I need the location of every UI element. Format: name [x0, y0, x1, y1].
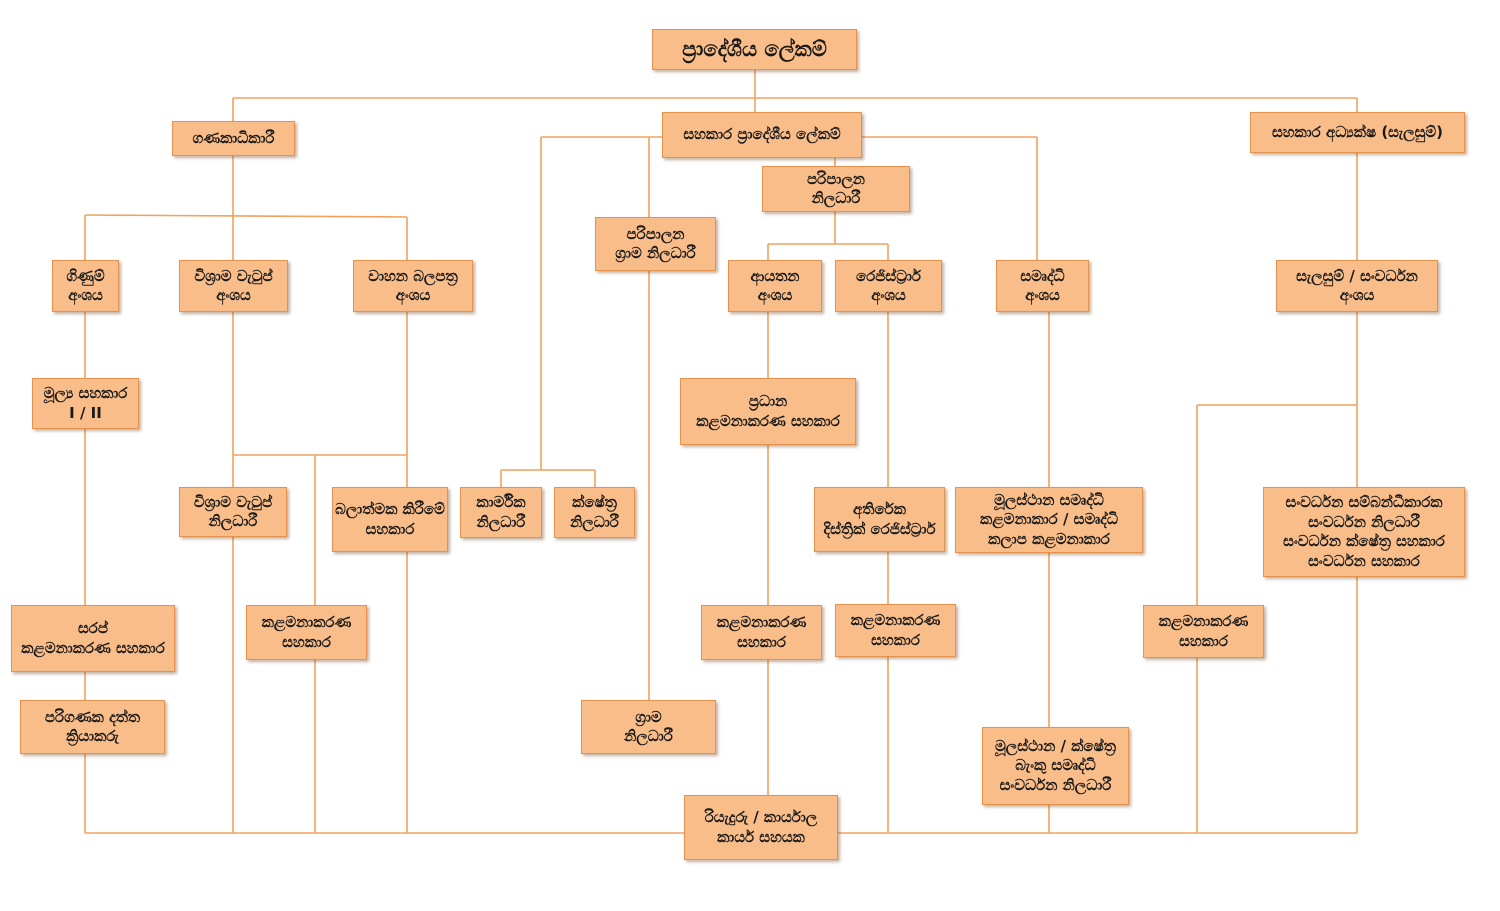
node-label-line: කලාප කළමනාකාර: [988, 529, 1110, 548]
node-label-line: රියැදුරු / කාර්යාල: [704, 808, 818, 826]
node-ganakadhikari: ගණකාධිකාරී: [172, 121, 295, 156]
node-label-line: ග්‍රාම: [635, 707, 662, 726]
node-label-line: සංවර්ධන සම්බන්ධීකාරක: [1285, 493, 1443, 511]
node-label-line: මූල්‍ය සහකාර: [43, 384, 128, 402]
node-ginum-anshaya: ගිණුම්අංශය: [52, 260, 119, 312]
node-label-line: පරිපාලන: [807, 169, 865, 188]
node-label-line: සංවර්ධන ක්ෂේත්‍ර සහකාර: [1283, 532, 1445, 550]
node-label-line: බැංකු සමෘද්ධි: [1015, 756, 1096, 775]
node-label-line: රෙජිස්ට්‍රාර්: [856, 266, 921, 285]
node-label-line: සංවර්ධන සහකාර: [1308, 551, 1420, 570]
node-label-line: නිලධාරී: [208, 512, 258, 530]
node-label-line: අංශය: [1025, 286, 1060, 304]
node-label-line: මූලස්ථාන සමෘද්ධි: [994, 490, 1104, 509]
node-label-line: විශ්‍රාම වැටුප්: [193, 492, 273, 511]
node-label-line: සරප්: [77, 619, 108, 637]
node-label-line: ගණකාධිකාරී: [192, 128, 275, 147]
node-label-line: වාහන බලපත්‍ර: [368, 266, 458, 285]
node-label-line: සහකාර: [1179, 631, 1228, 650]
node-label-line: අංශය: [757, 286, 793, 304]
node-label-line: සහකාර: [282, 632, 331, 651]
node-label-line: සමෘද්ධි: [1020, 266, 1065, 285]
node-label-line: ක්ෂේත්‍ර: [572, 493, 617, 511]
node-label-line: I / II: [69, 403, 102, 422]
node-label-line: සහකාර ප්‍රාදේශීය ලේකම්: [683, 125, 841, 144]
node-label-line: නිලධාරී: [570, 512, 619, 531]
node-label-line: කළමනාකරණ සහකාර: [21, 638, 165, 657]
node-label-line: කළමනාකාර / සමෘද්ධි: [980, 510, 1118, 529]
node-label-line: අතිරේක: [853, 500, 906, 518]
node-label-line: අංශය: [216, 286, 251, 304]
node-registrar-anshaya: රෙජිස්ට්‍රාර්අංශය: [835, 260, 942, 312]
node-balathmaka-sahakara: බලාත්මක කිරීමේසහකාර: [332, 487, 448, 552]
node-label-line: ග්‍රාම නිලධාරී: [615, 244, 696, 262]
node-label-line: කළමනාකරණ: [850, 611, 941, 629]
node-label-line: අංශය: [395, 286, 431, 304]
node-vishrama-watup-anshaya: විශ්‍රාම වැටුප්අංශය: [179, 260, 288, 312]
node-label-line: කාර්මික: [476, 493, 526, 511]
node-sahakara-adyaksha: සහකාර අධ්‍යක්ෂ (සැලසුම්): [1250, 112, 1465, 153]
node-label-line: කළමනාකරණ: [1158, 612, 1249, 630]
node-label-line: සහකාර: [365, 519, 415, 538]
node-sahakara-lekam: සහකාර ප්‍රාදේශීය ලේකම්: [662, 112, 862, 158]
node-pradeshiya-lekam: ප්‍රාදේශීය ලේකම්: [652, 29, 857, 70]
node-label-line: අංශය: [68, 286, 103, 304]
node-label-line: සංවර්ධන නිලධාරී: [999, 775, 1112, 794]
node-label-line: බලාත්මක කිරීමේ: [335, 500, 445, 518]
node-label-line: ආයතන: [750, 266, 800, 285]
node-label-line: පරිපාලන: [626, 224, 685, 243]
node-label-line: සැලසුම් / සංවර්ධන: [1296, 266, 1418, 285]
node-label-line: අංශය: [871, 286, 906, 304]
node-label-line: පරිගණක දත්ත: [44, 707, 141, 726]
connector-line: [84, 214, 408, 218]
node-label-line: ප්‍රාදේශීය ලේකම්: [682, 36, 827, 61]
node-label-line: සහකාර: [737, 632, 786, 651]
node-label-line: නිලධාරී: [624, 727, 673, 745]
node-label-line: ගිණුම්: [66, 266, 105, 285]
node-label-line: නිලධාරී: [476, 512, 526, 531]
node-label-line: කළමනාකරණ: [716, 613, 807, 631]
node-label-line: සංවර්ධන නිලධාරී: [1308, 512, 1420, 531]
node-vishrama-watup-niladhari: විශ්‍රාම වැටුප්නිලධාරී: [179, 487, 287, 537]
node-label-line: කාර්ය සහයක: [717, 827, 805, 846]
node-label-line: මූලස්ථාන / ක්ෂේත්‍ර: [995, 736, 1116, 755]
node-label-line: දිස්ත්‍රික් රෙජිස්ට්‍රාර්: [823, 519, 936, 538]
node-label-line: සහකාර: [871, 630, 920, 649]
node-label-line: කළමනාකරණ සහකාර: [696, 411, 840, 430]
node-samurdhi-anshaya: සමෘද්ධිඅංශය: [996, 260, 1089, 312]
node-label-line: ක්‍රියාකරු: [66, 727, 119, 745]
node-sarap-kalamanakarana: සරප්කළමනාකරණ සහකාර: [11, 605, 175, 672]
node-label-line: අංශය: [1339, 286, 1375, 304]
node-label-line: කළමනාකරණ: [261, 613, 352, 631]
node-mulasthana-samurdhi: මූලස්ථාන සමෘද්ධිකළමනාකාර / සමෘද්ධිකලාප ක…: [955, 487, 1143, 553]
node-label-line: විශ්‍රාම වැටුප්: [194, 266, 273, 285]
node-label-line: ප්‍රධාන: [748, 392, 788, 410]
node-label-line: සහකාර අධ්‍යක්ෂ (සැලසුම්): [1271, 122, 1444, 141]
node-label-line: නිලධාරී: [811, 189, 861, 207]
